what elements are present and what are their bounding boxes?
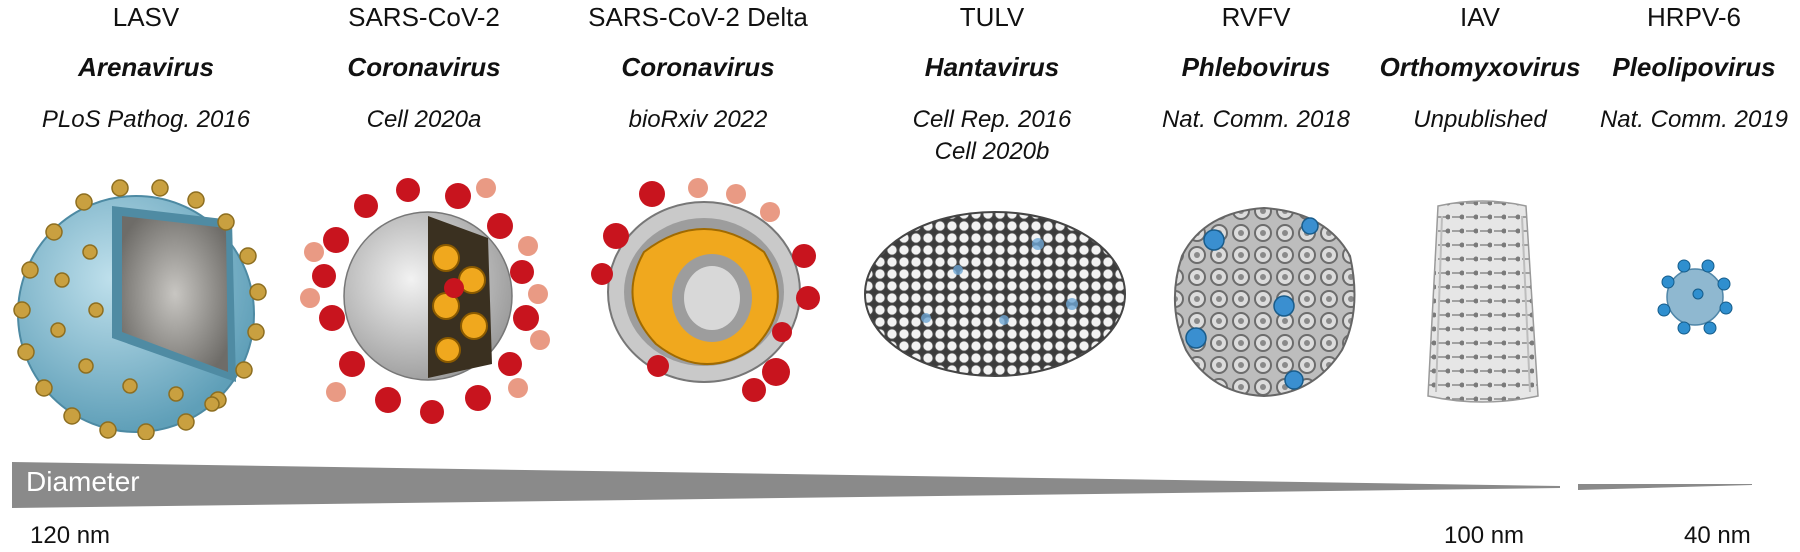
virus-reference: Unpublished (1413, 106, 1547, 133)
virus-name: IAV (1460, 2, 1500, 32)
lasv-spikes (13, 179, 267, 440)
sars-cov-2-delta-particle-image (591, 178, 820, 402)
virus-reference: Nat. Comm. 2018 (1161, 106, 1351, 133)
size-label-40nm: 40 nm (1684, 522, 1751, 549)
virus-reference: bioRxiv 2022 (628, 106, 768, 133)
delta-spikes (591, 178, 820, 402)
sars-cov-2-particle-image (300, 178, 550, 424)
virus-genus: Phlebovirus (1181, 52, 1331, 82)
virus-name: RVFV (1221, 2, 1291, 32)
virus-genus: Coronavirus (621, 52, 775, 82)
rvfv-particle-image (1173, 206, 1356, 398)
diameter-wedge-main (12, 462, 1560, 508)
virus-reference: Cell 2020a (366, 106, 482, 133)
virus-reference: Nat. Comm. 2019 (1599, 106, 1789, 133)
virus-name: SARS-CoV-2 Delta (588, 2, 808, 32)
lasv-particle-image (13, 179, 267, 440)
virus-genus: Pleolipovirus (1612, 52, 1776, 82)
diameter-label: Diameter (26, 466, 140, 497)
tulv-particle-image (864, 211, 1126, 377)
virus-genus: Hantavirus (924, 52, 1060, 82)
virus-reference: PLoS Pathog. 2016 (41, 106, 251, 133)
size-label-100nm: 100 nm (1444, 522, 1525, 549)
virus-reference: Cell 2020b (934, 138, 1050, 165)
sars-cov-2-spikes (300, 178, 550, 424)
iav-particle-image (1427, 200, 1539, 403)
virus-genus: Orthomyxovirus (1379, 52, 1581, 82)
virus-name: HRPV-6 (1647, 2, 1741, 32)
virus-reference: Cell Rep. 2016 (912, 106, 1072, 133)
virus-name: TULV (959, 2, 1025, 32)
virus-name: LASV (112, 2, 180, 32)
virus-genus: Coronavirus (347, 52, 501, 82)
virus-genus: Arenavirus (78, 52, 214, 82)
diameter-wedge-small (1578, 484, 1752, 490)
size-label-120nm: 120 nm (30, 522, 111, 549)
hrpv-6-particle-image (1657, 259, 1733, 335)
virus-name: SARS-CoV-2 (348, 2, 500, 32)
